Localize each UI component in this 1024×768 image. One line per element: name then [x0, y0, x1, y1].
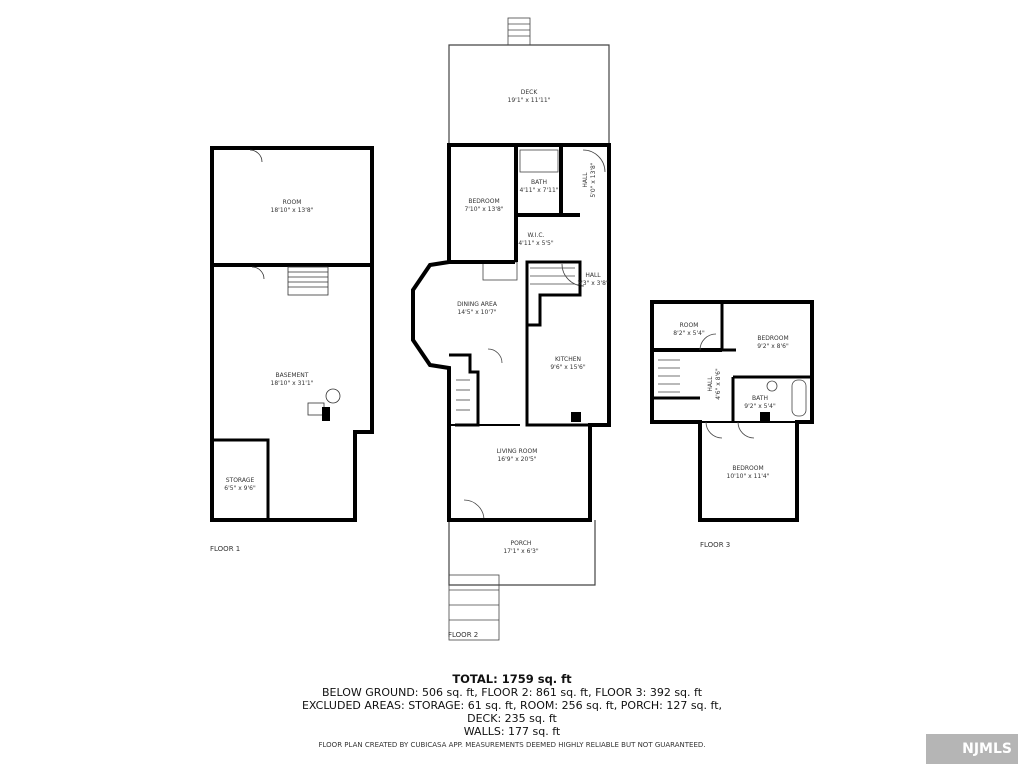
floor-1-plan — [210, 146, 374, 522]
room-size: 18'10" x 13'8" — [271, 207, 314, 214]
room-3-size: 8'2" x 5'4" — [673, 330, 705, 337]
bath-3-label: BATH — [752, 395, 768, 402]
dining-area-size: 14'5" x 10'7" — [457, 309, 496, 316]
bedroom-3a-label: BEDROOM — [757, 335, 788, 342]
area-line-4: WALLS: 177 sq. ft — [463, 725, 561, 738]
area-line-3: DECK: 235 sq. ft — [467, 712, 557, 725]
floor-3-label: FLOOR 3 — [700, 541, 730, 549]
total-area: TOTAL: 1759 sq. ft — [452, 672, 572, 686]
living-room-label: LIVING ROOM — [497, 448, 538, 455]
wic-size: 4'11" x 5'5" — [518, 240, 554, 247]
area-summary: TOTAL: 1759 sq. ft BELOW GROUND: 506 sq.… — [0, 672, 1024, 739]
floor-3-plan — [650, 300, 814, 522]
bedroom-size: 7'10" x 13'8" — [464, 206, 503, 213]
storage-size: 6'5" x 9'6" — [224, 485, 256, 492]
kitchen-size: 9'6" x 15'6" — [550, 364, 586, 371]
deck-size: 19'1" x 11'11" — [508, 97, 551, 104]
floor-1-label: FLOOR 1 — [210, 545, 240, 553]
deck-label: DECK — [521, 89, 539, 96]
wic-label: W.I.C. — [528, 232, 545, 239]
area-line-1: BELOW GROUND: 506 sq. ft, FLOOR 2: 861 s… — [321, 686, 703, 699]
living-room-size: 16'9" x 20'5" — [497, 456, 536, 463]
bath-label: BATH — [531, 179, 547, 186]
room-3-label: ROOM — [680, 322, 699, 329]
hall-2-size: 3'3" x 3'8" — [577, 280, 609, 287]
storage-label: STORAGE — [226, 477, 255, 484]
bedroom-3b-label: BEDROOM — [732, 465, 763, 472]
hall-size: 5'0" x 13'8" — [590, 162, 597, 198]
bath-size: 4'11" x 7'11" — [519, 187, 558, 194]
porch-label: PORCH — [511, 540, 532, 547]
hall-label: HALL — [582, 172, 589, 188]
hall-3-label: HALL — [707, 376, 714, 392]
hall-2-label: HALL — [585, 272, 601, 279]
porch-size: 17'1" x 6'3" — [503, 548, 539, 555]
bedroom-3b-size: 10'10" x 11'4" — [727, 473, 770, 480]
room-label: ROOM — [283, 199, 302, 206]
basement-size: 18'10" x 31'1" — [271, 380, 314, 387]
floor-2-label: FLOOR 2 — [448, 631, 478, 639]
kitchen-label: KITCHEN — [555, 356, 581, 363]
hall-3-size: 4'6" x 8'6" — [715, 368, 722, 400]
bath-3-size: 9'2" x 5'4" — [744, 403, 776, 410]
dining-area-label: DINING AREA — [457, 301, 498, 308]
watermark-logo: NJMLS — [926, 734, 1018, 764]
bedroom-3a-size: 9'2" x 8'6" — [757, 343, 789, 350]
disclaimer: FLOOR PLAN CREATED BY CUBICASA APP. MEAS… — [318, 741, 706, 749]
floor-2-plan — [411, 17, 611, 641]
area-line-2: EXCLUDED AREAS: STORAGE: 61 sq. ft, ROOM… — [301, 699, 723, 712]
basement-label: BASEMENT — [276, 372, 309, 379]
bedroom-label: BEDROOM — [468, 198, 499, 205]
